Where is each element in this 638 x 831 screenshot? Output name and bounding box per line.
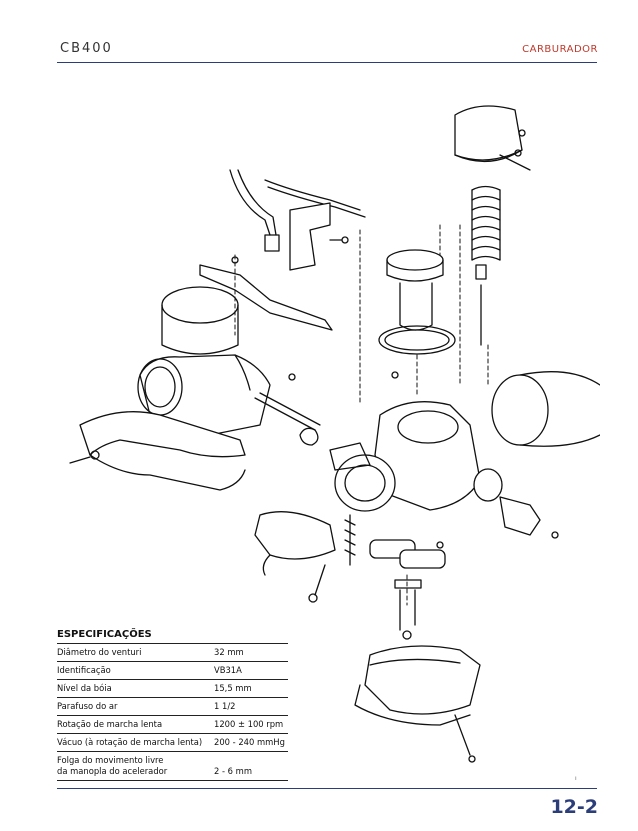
spec-value: 32 mm — [214, 647, 244, 657]
spec-label: Diâmetro do venturi — [57, 647, 142, 657]
throttle-shaft-part — [254, 392, 321, 446]
header-section: CARBURADOR — [522, 44, 598, 55]
spec-row-float-level: Nível da bóia 15,5 mm — [57, 680, 288, 698]
spec-label: Nível da bóia — [57, 683, 112, 693]
spec-label: Identificação — [57, 665, 111, 675]
float-chamber-part — [354, 645, 481, 763]
spec-value: 2 - 6 mm — [214, 766, 252, 776]
mounting-stay-part — [69, 411, 246, 491]
spec-row-throttle-freeplay: Folga do movimento livre da manopla do a… — [57, 752, 288, 781]
page-mark: ı — [575, 775, 577, 782]
spec-value: 200 - 240 mmHg — [214, 737, 285, 747]
spec-value: VB31A — [214, 665, 242, 675]
insulator-tube-part — [254, 511, 336, 576]
page-number: 12-2 — [550, 796, 598, 818]
spec-value: 1 1/2 — [214, 701, 236, 711]
vacuum-piston-part — [386, 249, 444, 331]
spec-label: Parafuso do ar — [57, 701, 118, 711]
footer-divider — [57, 788, 597, 789]
spec-label: Vácuo (à rotação de marcha lenta) — [57, 737, 203, 747]
header-model: CB400 — [60, 41, 113, 56]
spec-row-identification: Identificação VB31A — [57, 662, 288, 680]
throttle-cables-part — [229, 169, 366, 252]
spec-row-venturi: Diâmetro do venturi 32 mm — [57, 644, 288, 662]
spec-row-vacuum: Vácuo (à rotação de marcha lenta) 200 - … — [57, 734, 288, 752]
left-carburetor-body-part — [137, 286, 271, 436]
cable-bracket-part — [289, 202, 349, 271]
spec-row-air-screw: Parafuso do ar 1 1/2 — [57, 698, 288, 716]
spec-row-idle-speed: Rotação de marcha lenta 1200 ± 100 rpm — [57, 716, 288, 734]
header-divider — [57, 62, 597, 63]
spec-value: 15,5 mm — [214, 683, 252, 693]
carburetor-exploded-diagram — [69, 105, 600, 763]
air-intake-part — [491, 371, 600, 447]
accelerator-pump-part — [473, 468, 559, 539]
specifications-title: ESPECIFICAÇÕES — [57, 629, 288, 644]
diaphragm-ring-part — [378, 325, 456, 355]
spec-label: Rotação de marcha lenta — [57, 719, 163, 729]
spec-value: 1200 ± 100 rpm — [214, 719, 284, 729]
top-cover-part — [454, 105, 531, 171]
linkage-bar-part — [199, 264, 333, 331]
spec-label: Folga do movimento livre da manopla do a… — [57, 755, 168, 776]
adjust-screws-part — [308, 514, 356, 603]
jet-needle-part — [475, 264, 487, 346]
specifications-table: ESPECIFICAÇÕES Diâmetro do venturi 32 mm… — [57, 629, 288, 781]
spring-part — [471, 185, 501, 261]
float-part — [369, 539, 446, 569]
right-carburetor-body-part — [329, 401, 481, 512]
jets-part — [394, 579, 422, 640]
